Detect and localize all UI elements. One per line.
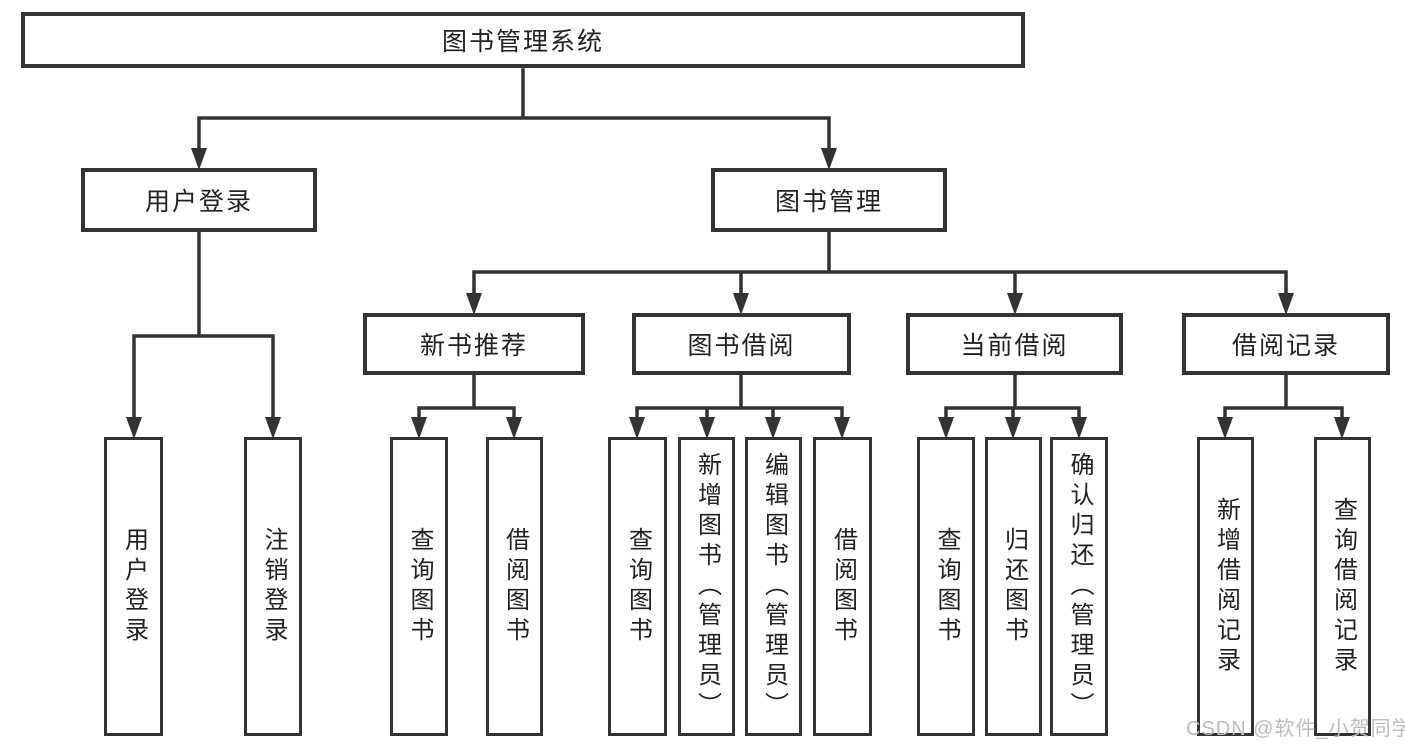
leaf-borrow-books: 借阅图书 [813,437,872,736]
connector-current-borrow [938,371,1087,439]
node-label: 图书管理系统 [441,28,604,56]
arrowhead [466,293,482,315]
arrowhead [938,417,954,439]
leaf-confirm-return-admin: 确认归还（管理员） [1050,437,1108,736]
leaf-user-login: 用户登录 [104,437,163,736]
node-new-book-recommend: 新书推荐 [363,313,585,375]
node-label: 当前借阅 [960,332,1069,360]
node-label: 编辑图书（管理员） [760,451,788,722]
node-label: 归还图书 [1000,526,1028,647]
node-label: 查询借阅记录 [1329,496,1357,677]
arrowhead [1007,293,1023,315]
connector-borrow-records [1217,371,1350,439]
node-label: 用户登录 [144,188,253,216]
arrowhead [265,417,281,439]
leaf-borrow-query-books: 查询图书 [608,437,667,736]
node-user-login: 用户登录 [81,168,317,232]
node-label: 新增借阅记录 [1212,496,1240,677]
csdn-watermark: CSDN @软件_小贺同学 [1186,718,1405,740]
connector-new-book-recommend [411,371,522,439]
leaf-recommend-query-books: 查询图书 [390,437,448,736]
node-label: 新增图书（管理员） [693,451,721,722]
arrowhead [1334,417,1350,439]
leaf-add-books-admin: 新增图书（管理员） [678,437,735,736]
node-label: 借阅图书 [501,526,529,647]
connector-book-borrow [629,371,850,439]
arrowhead [1217,417,1233,439]
arrowhead [1278,293,1294,315]
leaf-add-borrow-record: 新增借阅记录 [1197,437,1254,736]
connector-user-login [126,228,281,439]
arrowhead [191,148,207,170]
arrowhead [629,417,645,439]
leaf-query-borrow-record: 查询借阅记录 [1314,437,1371,736]
connector-root [191,68,837,170]
node-label: 借阅图书 [829,526,857,647]
node-label: 确认归还（管理员） [1066,451,1093,722]
node-book-borrow: 图书借阅 [632,313,851,375]
node-system-root: 图书管理系统 [21,12,1025,68]
node-label: 查询图书 [624,526,652,647]
arrowhead [733,293,749,315]
arrowhead [1005,417,1021,439]
leaf-current-query-books: 查询图书 [917,437,975,736]
arrowhead [834,417,850,439]
node-borrow-records: 借阅记录 [1182,313,1390,375]
node-book-management: 图书管理 [711,168,947,232]
arrowhead [126,417,142,439]
arrowhead [765,417,781,439]
arrowhead [411,417,427,439]
arrowhead [1071,417,1087,439]
arrowhead [506,417,522,439]
arrowhead [821,148,837,170]
leaf-logout: 注销登录 [244,437,302,736]
node-label: 新书推荐 [419,332,528,360]
arrowhead [699,417,715,439]
leaf-return-books: 归还图书 [985,437,1042,736]
node-label: 图书借阅 [687,332,796,360]
leaf-recommend-borrow-books: 借阅图书 [486,437,543,736]
connector-book-management [466,228,1294,315]
leaf-edit-books-admin: 编辑图书（管理员） [745,437,802,736]
node-label: 用户登录 [120,526,148,647]
node-label: 借阅记录 [1231,332,1340,360]
node-label: 图书管理 [774,188,883,216]
node-label: 查询图书 [933,526,960,647]
node-label: 注销登录 [260,526,287,647]
node-label: 查询图书 [406,526,433,647]
node-current-borrow: 当前借阅 [906,313,1123,375]
